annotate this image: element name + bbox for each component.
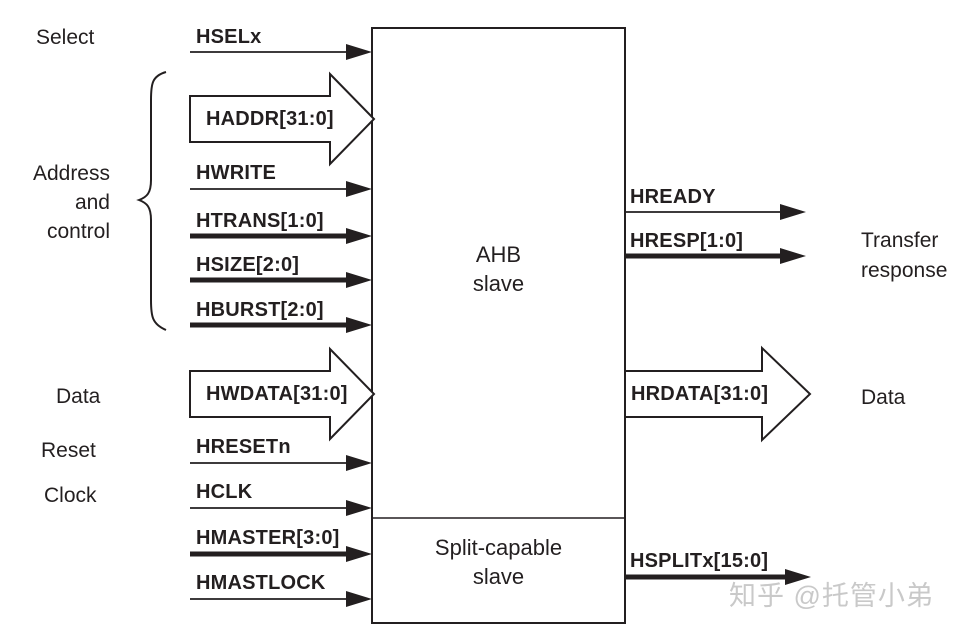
signal-label-hmastlock: HMASTLOCK <box>196 572 326 594</box>
signal-label-hburst: HBURST[2:0] <box>196 299 324 321</box>
split-capable-slave-label: Split-capable slave <box>434 535 563 589</box>
hsize-arrowhead <box>346 272 372 288</box>
hwdata-bus-arrow <box>189 346 376 442</box>
haddr-bus-arrow <box>189 71 376 167</box>
signal-label-hselx: HSELx <box>196 26 262 48</box>
hready-arrowhead <box>780 204 806 220</box>
signal-label-hresetn: HRESETn <box>196 436 291 458</box>
signal-label-hmaster: HMASTER[3:0] <box>196 527 340 549</box>
htrans-arrowhead <box>346 228 372 244</box>
signal-label-hsplitx: HSPLITx[15:0] <box>630 550 769 572</box>
signal-label-haddr: HADDR[31:0] <box>206 108 334 130</box>
label-select: Select <box>36 26 95 49</box>
label-address-and-control: Address and control <box>32 162 110 243</box>
ahb-slave-block-label: AHB slave <box>472 242 525 296</box>
output-arrowheads <box>780 204 811 585</box>
signal-label-hrdata: HRDATA[31:0] <box>631 383 769 405</box>
hrdata-bus-arrow <box>624 345 812 443</box>
zhihu-watermark: 知乎 @托管小弟 <box>729 581 934 611</box>
hclk-arrowhead <box>346 500 372 516</box>
bus-arrows <box>189 71 812 443</box>
label-transfer-response: Transfer response <box>861 229 948 282</box>
label-reset: Reset <box>41 439 96 462</box>
signal-label-hwdata: HWDATA[31:0] <box>206 383 348 405</box>
label-data-in: Data <box>56 385 101 408</box>
signal-label-hsize: HSIZE[2:0] <box>196 254 300 276</box>
hresp-arrowhead <box>780 248 806 264</box>
hresetn-arrowhead <box>346 455 372 471</box>
input-arrowheads <box>346 44 372 607</box>
hmastlock-arrowhead <box>346 591 372 607</box>
signal-label-htrans: HTRANS[1:0] <box>196 210 324 232</box>
hburst-arrowhead <box>346 317 372 333</box>
signal-label-hwrite: HWRITE <box>196 162 277 184</box>
label-clock: Clock <box>44 484 97 507</box>
signal-label-hready: HREADY <box>630 186 716 208</box>
hselx-arrowhead <box>346 44 372 60</box>
hmaster-arrowhead <box>346 546 372 562</box>
signal-label-hclk: HCLK <box>196 481 253 503</box>
hwrite-arrowhead <box>346 181 372 197</box>
thick-input-lines <box>190 233 350 557</box>
hsplitx-arrowhead <box>785 569 811 585</box>
ahb-slave-block-outline <box>371 27 626 624</box>
address-group-brace <box>136 71 167 331</box>
label-data-out: Data <box>861 386 906 409</box>
thin-input-lines <box>190 51 352 600</box>
signal-label-hresp: HRESP[1:0] <box>630 230 744 252</box>
